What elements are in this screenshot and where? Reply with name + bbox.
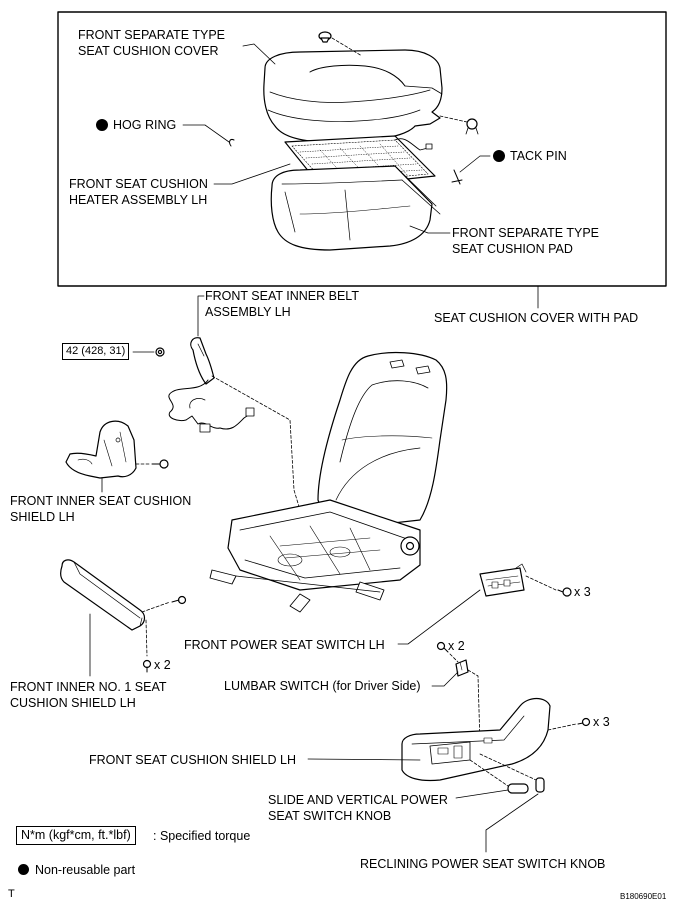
- label-power-switch: FRONT POWER SEAT SWITCH LH: [184, 638, 385, 652]
- power-seat-switch: [479, 563, 527, 597]
- seat-cushion-cover: [263, 49, 443, 143]
- legend-torque-unit: N*m (kgf*cm, ft.*lbf): [16, 826, 136, 845]
- leader-power-switch: [397, 589, 481, 645]
- footer-mark: T: [8, 888, 15, 900]
- slide-knob: [507, 783, 529, 794]
- leader-lumbar: [431, 671, 459, 687]
- reclining-knob: [535, 777, 545, 793]
- upper-leaders: [182, 43, 491, 234]
- belt-to-seat-dashed: [211, 375, 301, 511]
- hog-ring: [229, 139, 235, 147]
- top-clip: [318, 31, 332, 43]
- count-x2-no1: x 2: [154, 658, 171, 672]
- seat-cushion-pad: [270, 165, 441, 251]
- label-cover-with-pad: SEAT CUSHION COVER WITH PAD: [434, 311, 639, 325]
- label-hog-ring: HOG RING: [113, 118, 177, 132]
- leader-side-clip: [439, 115, 468, 123]
- leader-top-clip: [331, 37, 363, 57]
- legend-torque-desc: : Specified torque: [153, 829, 251, 843]
- switch-dashed: [525, 575, 557, 591]
- seat-assembly: [209, 351, 448, 613]
- no1-shield-bolt: [142, 595, 187, 673]
- leader-reclining-knob: [485, 793, 539, 853]
- switch-screw: [557, 587, 572, 597]
- label-lumbar-switch: LUMBAR SWITCH (for Driver Side): [224, 679, 421, 693]
- side-clip: [465, 118, 479, 135]
- no1-dashed: [141, 601, 171, 657]
- count-x2-lumbar: x 2: [448, 639, 465, 653]
- cushion-shield-dashed: [547, 723, 577, 731]
- tack-pin-dot: [493, 150, 505, 162]
- inner-no1-shield: [60, 559, 146, 631]
- lumbar-switch: [455, 659, 469, 677]
- count-x3-shield: x 3: [593, 715, 610, 729]
- leader-inner-belt: [197, 295, 205, 337]
- leader-slide-knob: [455, 789, 509, 799]
- seat-cushion-shield: [401, 697, 551, 782]
- cushion-shield-screw: [577, 717, 591, 727]
- legend-nonreusable: Non-reusable part: [18, 862, 135, 878]
- shield-bolt: [151, 459, 169, 469]
- label-tack-pin: TACK PIN: [510, 149, 567, 163]
- tack-pin: [451, 169, 463, 185]
- lumbar-screw: [436, 641, 449, 653]
- inner-belt-assembly: [168, 337, 255, 433]
- cushion-assembly-frame: [57, 11, 667, 287]
- leader-cushion-shield: [307, 758, 421, 761]
- torque-value-box: 42 (428, 31): [62, 343, 130, 360]
- figure-id: B180690E01: [620, 892, 667, 901]
- inner-seat-cushion-shield: [65, 420, 137, 479]
- nonreusable-dot: [18, 864, 29, 875]
- knob-dashed: [469, 753, 537, 787]
- torque-nut: [155, 347, 165, 357]
- label-cushion-shield: FRONT SEAT CUSHION SHIELD LH: [89, 753, 296, 767]
- hog-ring-dot: [96, 119, 108, 131]
- label-reclining-knob: RECLINING POWER SEAT SWITCH KNOB: [360, 857, 606, 871]
- legend-nonreusable-text: Non-reusable part: [35, 863, 136, 877]
- count-x3-switch: x 3: [574, 585, 591, 599]
